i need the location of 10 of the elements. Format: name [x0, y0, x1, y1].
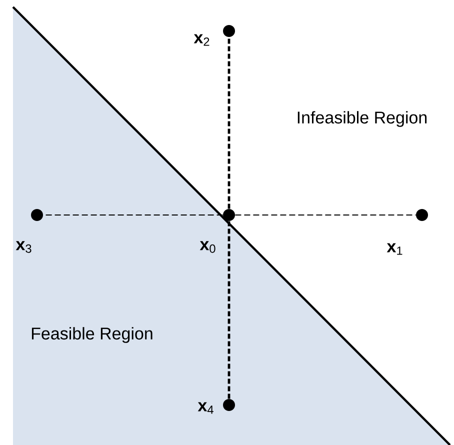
point-label: x$_{0}$	[200, 241, 216, 253]
point-label: x$_{4}$	[198, 402, 214, 414]
dashed-line	[228, 37, 230, 209]
region-label: Infeasible Region	[298, 111, 427, 127]
dashed-line	[234, 214, 416, 216]
point-label: x$_{3}$	[16, 241, 32, 253]
point-label: x$_{1}$	[386, 243, 402, 255]
region-label: Feasible Region	[32, 327, 152, 343]
point-label: x$_{2}$	[194, 34, 210, 46]
dashed-line	[228, 221, 230, 399]
